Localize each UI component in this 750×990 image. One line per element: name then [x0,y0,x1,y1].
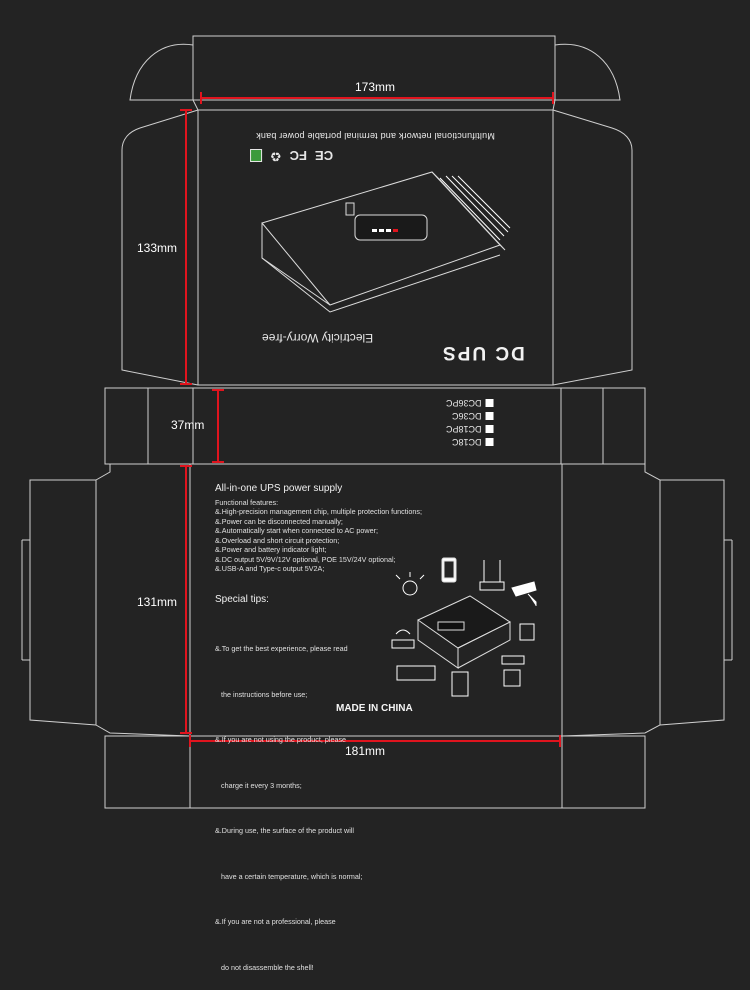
lid-panel [197,109,554,386]
application-diagram [391,557,537,697]
dim-label-top-width: 173mm [355,80,396,94]
tip-line: have a certain temperature, which is nor… [215,871,363,881]
fcc-mark: FC [289,148,307,164]
tip-line: do not disassemble the shell! [215,962,314,972]
dim-label-bottom-width: 181mm [345,744,386,758]
dim-label-bottom-height: 131mm [137,595,178,609]
made-in-label: MADE IN CHINA [336,703,413,714]
certification-marks: CE FC ♻ [250,148,333,164]
lid-right-flap [552,109,633,386]
checkbox-icon [485,412,494,420]
weee-bin-icon [250,149,262,163]
tips-list: &.To get the best experience, please rea… [215,608,362,990]
model-checklist: DC18C DC18PC DC36C DC36PC [446,398,494,447]
feature-item: &.Overload and short circuit protection; [215,535,340,545]
router-icon [479,560,505,591]
tips-heading: Special tips: [215,594,269,605]
poe-icon [451,671,469,697]
front-panel [104,735,646,809]
dim-label-lid-height: 133mm [137,241,178,255]
tip-line: &.To get the best experience, please rea… [215,644,348,653]
features-heading: Functional features: [215,498,279,507]
top-left-ear [129,43,194,101]
model-option: DC18PC [446,424,494,434]
tip-line: &.If you are not a professional, please [215,917,336,926]
feature-item: &.Power can be disconnected manually; [215,516,343,526]
checkbox-icon [485,438,494,446]
bottom-right-flap [561,463,661,737]
feature-item: &.USB-A and Type-c output 5V2A; [215,564,325,573]
switch-icon [396,665,436,681]
feature-item: &.DC output 5V/9V/12V optional, POE 15V/… [215,554,396,564]
feature-item: &.Automatically start when connected to … [215,526,378,535]
lid-left-flap [121,109,199,386]
bottom-left-dust [29,479,97,726]
camera-icon [511,581,537,606]
recycle-icon: ♻ [270,149,282,164]
bulb-icon [402,580,418,596]
box-dieline [21,35,733,809]
model-option: DC18C [446,437,494,447]
tip-line: &.During use, the surface of the product… [215,826,355,835]
tip-line: &.If you are not using the product, plea… [215,735,347,744]
dvr-icon [501,655,525,665]
dim-label-side-height: 37mm [171,418,205,432]
top-right-ear [554,43,621,101]
lid-brand: DC UPS [441,342,525,363]
side-panel [192,387,562,465]
checkbox-icon [485,425,494,433]
model-option: DC36C [446,411,494,421]
tip-line: charge it every 3 months; [215,780,302,790]
lid-tagline: Multifunctional network and terminal por… [256,131,495,141]
feature-item: &.High-precision management chip, multip… [215,507,422,516]
checkbox-icon [485,399,494,407]
feature-item: &.Power and battery indicator light; [215,545,327,554]
device-illustration-lid [261,171,511,313]
bottom-right-dust [659,479,725,726]
ce-mark: CE [315,148,334,164]
lid-slogan: Electricity Worry-free [262,331,374,345]
model-option: DC36PC [446,398,494,408]
wifi-router-icon [391,629,415,649]
features-list: &.High-precision management chip, multip… [215,507,422,574]
bottom-title: All-in-one UPS power supply [215,483,343,494]
tip-line: the instructions before use; [215,689,308,699]
device-leds [372,229,398,232]
socket-icon [519,623,535,641]
